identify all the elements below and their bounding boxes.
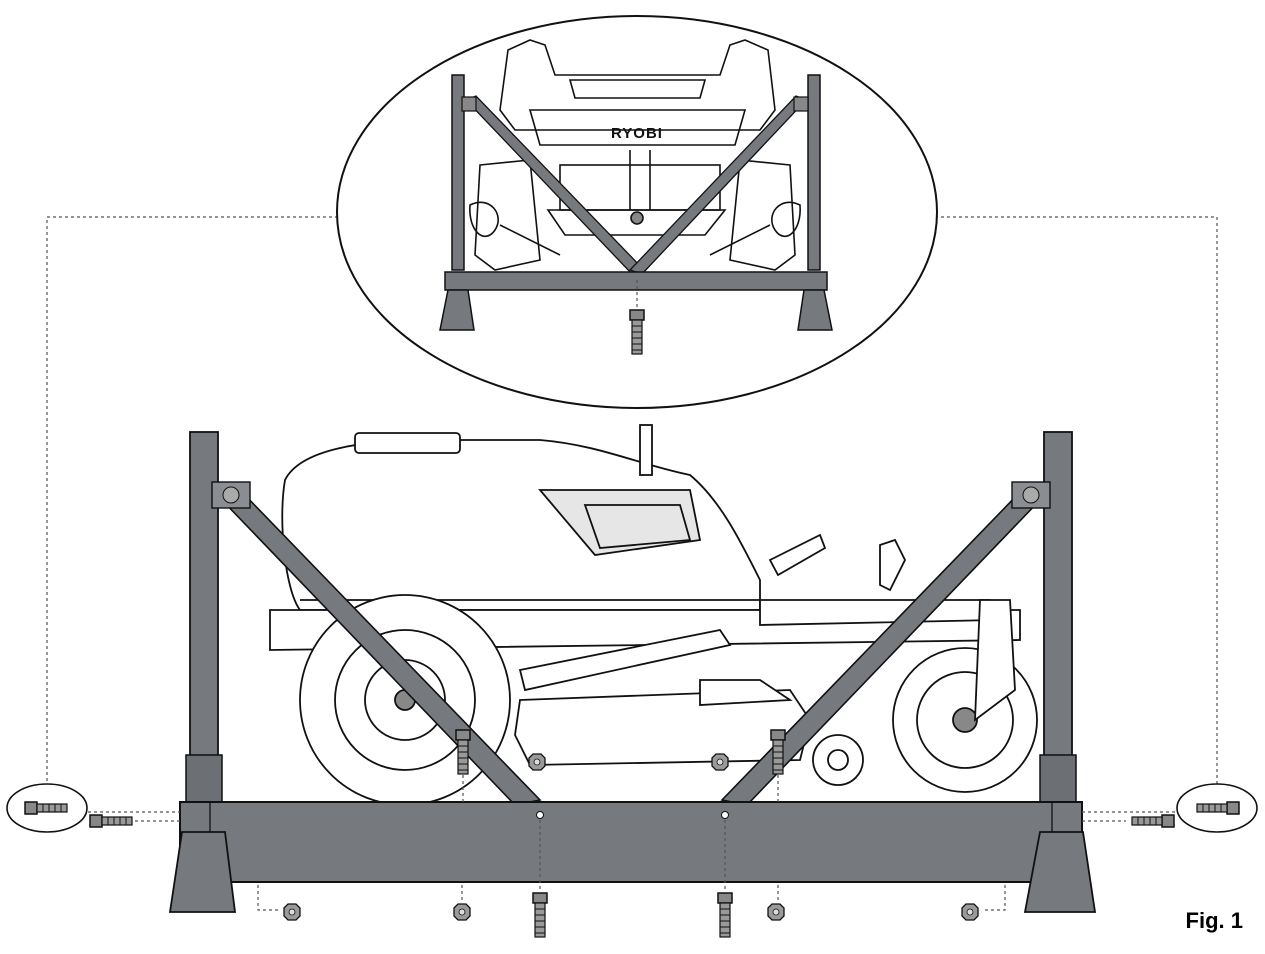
logo-ryobi: RYOBI bbox=[611, 125, 663, 142]
deck-bolts bbox=[455, 729, 786, 802]
side-bolts bbox=[6, 783, 1258, 833]
leader-lines bbox=[46, 216, 1218, 785]
magnified-front-view: RYOBI bbox=[336, 15, 938, 409]
base-hardware bbox=[257, 820, 1006, 938]
mower-side-view bbox=[269, 424, 1038, 806]
figure-label: Fig. 1 bbox=[1185, 908, 1243, 933]
shipping-crate-frame bbox=[168, 431, 1097, 913]
